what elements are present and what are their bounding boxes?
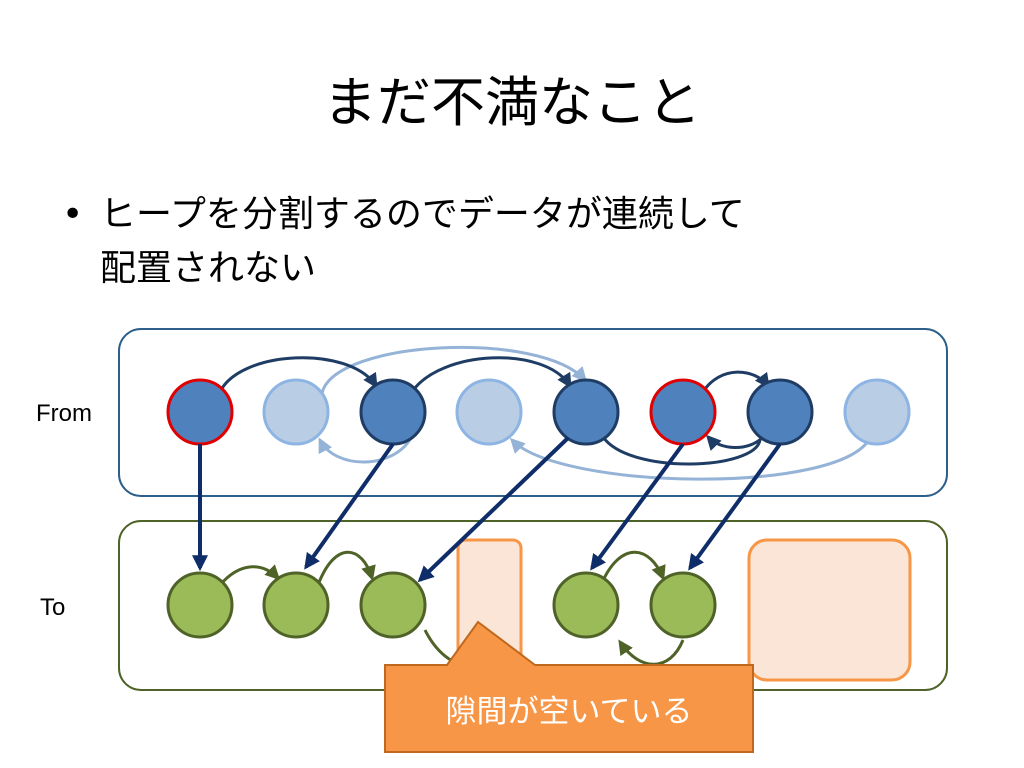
to-node-1 (166, 571, 234, 639)
slide-title: まだ不満なこと (323, 71, 701, 134)
gap-block-large (747, 538, 912, 682)
from-node-1-root (166, 378, 234, 446)
from-edge-light-2 (318, 435, 414, 464)
copy-arrow-2 (304, 442, 395, 570)
to-node-3 (359, 571, 427, 639)
from-node-4-dead (455, 378, 523, 446)
from-edge-2 (410, 356, 572, 393)
to-node-2 (262, 571, 330, 639)
from-edge-light-1 (320, 345, 588, 394)
from-edge-3 (701, 370, 770, 393)
from-edge-light-3 (509, 437, 872, 481)
from-node-5 (552, 378, 620, 446)
from-node-7 (746, 378, 814, 446)
to-edge-3 (599, 550, 666, 586)
from-edge-5 (601, 436, 762, 466)
from-node-6-root (649, 378, 717, 446)
from-space-box (118, 328, 948, 497)
to-edge-4 (618, 639, 685, 666)
callout-text: 隙間が空いている (445, 694, 692, 730)
from-label: From (36, 400, 92, 427)
copy-arrow-4 (590, 442, 685, 571)
from-node-2-dead (262, 378, 330, 446)
bullet-text: ヒープを分割するのでデータが連続して 配置されない (100, 188, 900, 296)
to-node-4 (552, 571, 620, 639)
bullet-line-1: ヒープを分割するのでデータが連続して (100, 194, 745, 235)
to-edge-1 (218, 564, 281, 586)
from-edge-4 (705, 434, 765, 451)
from-edge-1 (218, 356, 378, 393)
to-node-5 (649, 571, 717, 639)
to-edge-2 (316, 550, 376, 586)
to-label: To (40, 594, 66, 621)
from-node-3 (359, 378, 427, 446)
bullet-marker: • (62, 194, 84, 235)
bullet-line-2: 配置されない (100, 248, 317, 289)
copy-arrow-5 (688, 442, 782, 571)
callout-box (384, 620, 754, 753)
from-node-8-dead (843, 378, 911, 446)
copy-arrow-3 (417, 436, 570, 583)
